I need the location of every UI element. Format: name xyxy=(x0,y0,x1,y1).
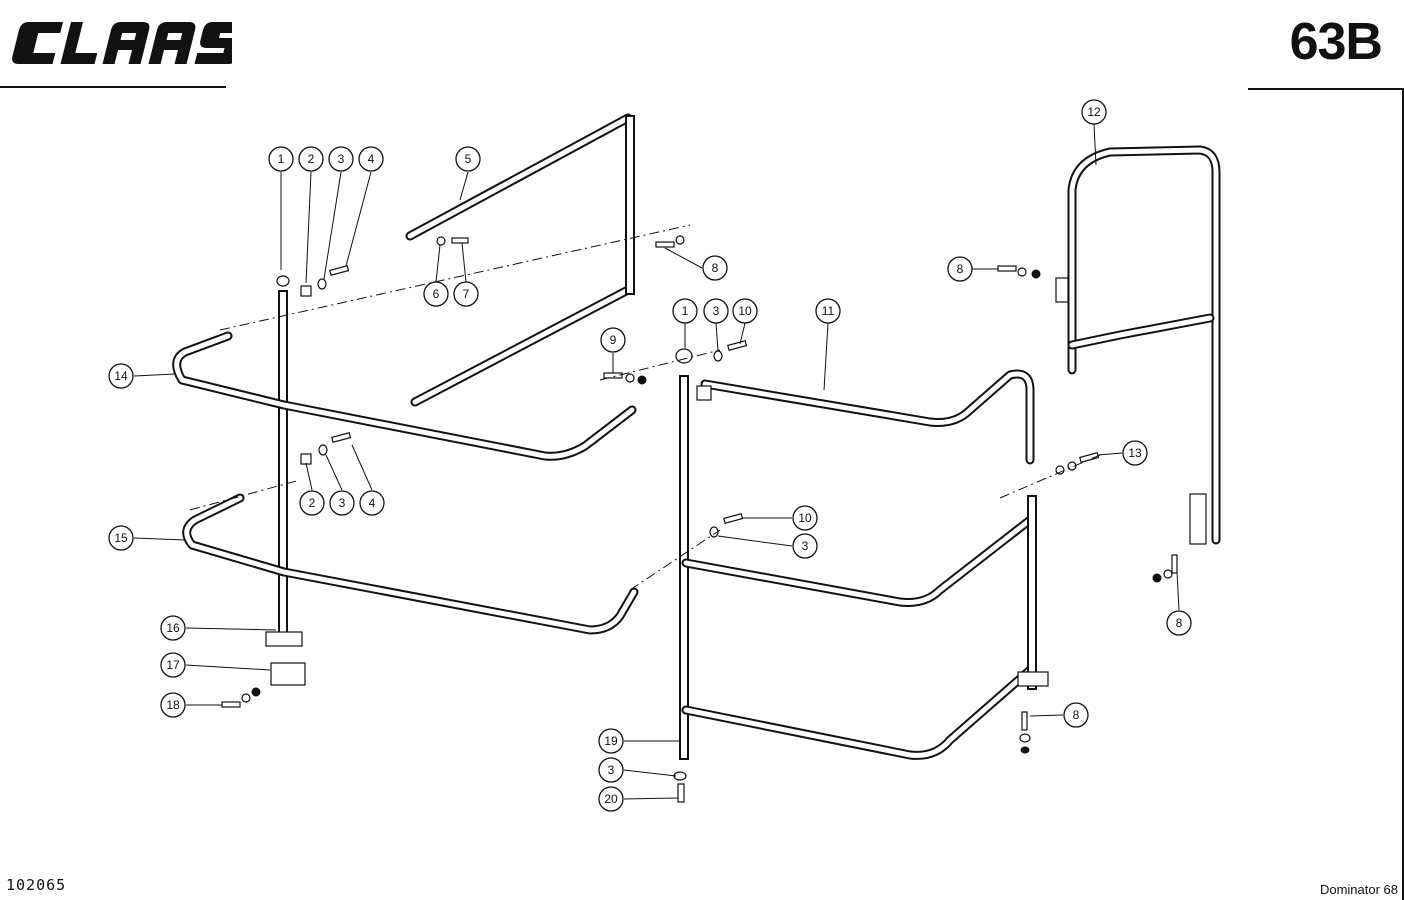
header-rule-right xyxy=(1248,88,1404,90)
callout-6: 6 xyxy=(423,281,449,307)
left-post-16 xyxy=(265,275,303,647)
callout-7: 7 xyxy=(453,281,479,307)
callout-5: 5 xyxy=(455,146,481,172)
svg-text:8: 8 xyxy=(712,261,719,275)
svg-text:9: 9 xyxy=(610,333,617,347)
callout-10: 10 xyxy=(732,298,758,324)
callout-13: 13 xyxy=(1122,440,1148,466)
svg-text:3: 3 xyxy=(339,496,346,510)
handrail-12 xyxy=(997,145,1221,583)
svg-text:15: 15 xyxy=(114,531,128,545)
callout-9: 9 xyxy=(600,327,626,353)
svg-text:4: 4 xyxy=(368,152,375,166)
center-hardware xyxy=(599,340,1101,803)
callout-3: 3 xyxy=(598,757,624,783)
svg-text:3: 3 xyxy=(338,152,345,166)
svg-text:1: 1 xyxy=(278,152,285,166)
svg-text:1: 1 xyxy=(682,304,689,318)
svg-text:3: 3 xyxy=(713,304,720,318)
svg-text:13: 13 xyxy=(1128,446,1142,460)
callout-8: 8 xyxy=(1166,610,1192,636)
svg-text:6: 6 xyxy=(433,287,440,301)
svg-text:19: 19 xyxy=(604,734,618,748)
callout-3: 3 xyxy=(328,146,354,172)
claas-logo xyxy=(10,18,232,68)
svg-text:10: 10 xyxy=(798,511,812,525)
leader-lines xyxy=(133,123,1180,800)
callout-1: 1 xyxy=(672,298,698,324)
svg-text:20: 20 xyxy=(604,792,618,806)
callout-12: 12 xyxy=(1081,99,1107,125)
callout-3: 3 xyxy=(792,533,818,559)
callout-3: 3 xyxy=(329,490,355,516)
callout-4: 4 xyxy=(358,146,384,172)
callout-4: 4 xyxy=(359,490,385,516)
callout-1: 1 xyxy=(268,146,294,172)
callout-2: 2 xyxy=(299,490,325,516)
callout-19: 19 xyxy=(598,728,624,754)
svg-text:14: 14 xyxy=(114,369,128,383)
callout-11: 11 xyxy=(815,298,841,324)
frame-border-right xyxy=(1402,88,1404,900)
callout-2: 2 xyxy=(298,146,324,172)
svg-text:3: 3 xyxy=(608,763,615,777)
callout-8: 8 xyxy=(702,255,728,281)
svg-text:3: 3 xyxy=(802,539,809,553)
svg-text:8: 8 xyxy=(957,262,964,276)
svg-text:5: 5 xyxy=(465,152,472,166)
svg-text:18: 18 xyxy=(166,698,180,712)
callout-18: 18 xyxy=(160,692,186,718)
callout-3: 3 xyxy=(703,298,729,324)
svg-text:2: 2 xyxy=(308,152,315,166)
svg-text:8: 8 xyxy=(1176,616,1183,630)
callout-10: 10 xyxy=(792,505,818,531)
svg-text:11: 11 xyxy=(822,304,835,318)
upper-rail-14 xyxy=(172,331,637,461)
callout-8: 8 xyxy=(947,256,973,282)
svg-text:16: 16 xyxy=(166,621,180,635)
svg-text:17: 17 xyxy=(166,658,180,672)
svg-text:12: 12 xyxy=(1087,105,1101,119)
callout-20: 20 xyxy=(598,786,624,812)
svg-text:7: 7 xyxy=(463,287,470,301)
rail-11 xyxy=(681,369,1049,760)
callout-8: 8 xyxy=(1063,702,1089,728)
svg-text:10: 10 xyxy=(738,304,752,318)
top-frame-5 xyxy=(405,113,635,407)
lower-rail-15 xyxy=(182,493,639,635)
drawing-number: 102065 xyxy=(6,876,67,894)
page-number: 63B xyxy=(1289,13,1383,71)
callout-14: 14 xyxy=(108,363,134,389)
callout-15: 15 xyxy=(108,525,134,551)
svg-text:8: 8 xyxy=(1073,708,1080,722)
callout-17: 17 xyxy=(160,652,186,678)
model-name: Dominator 68 xyxy=(1319,882,1398,897)
svg-text:2: 2 xyxy=(309,496,316,510)
left-hardware xyxy=(189,224,691,708)
header-rule-left xyxy=(0,86,226,88)
center-post-19 xyxy=(675,348,693,760)
callout-16: 16 xyxy=(160,615,186,641)
svg-text:4: 4 xyxy=(369,496,376,510)
